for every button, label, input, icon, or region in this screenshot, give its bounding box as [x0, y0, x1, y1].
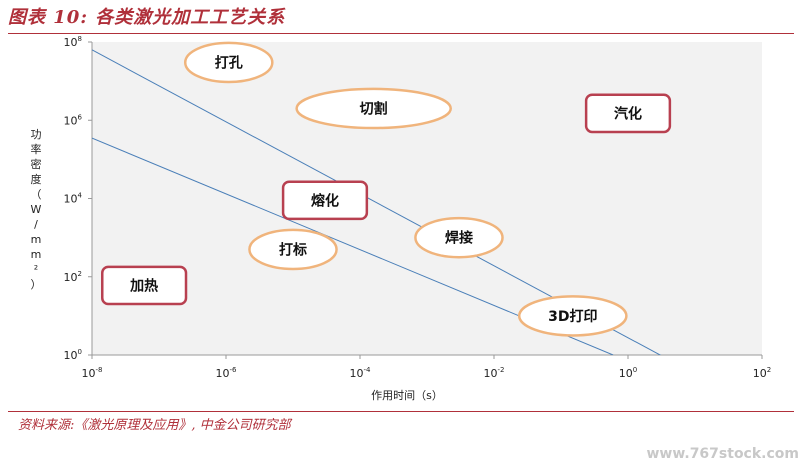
region-label: 打孔 — [215, 54, 243, 71]
region-label: 切割 — [360, 100, 388, 117]
y-tick-label: 100 — [64, 348, 82, 362]
laser-process-chart: 10-8 10-6 10-4 10-2 100 102 100 102 104 106 108 作用时… — [31, 35, 772, 402]
y-tick-label: 104 — [64, 192, 83, 206]
region-label: 焊接 — [445, 230, 473, 247]
region-box — [101, 265, 188, 306]
region-label: 熔化 — [311, 192, 339, 209]
x-tick-label: 10-8 — [82, 366, 103, 380]
region-label: 打标 — [279, 241, 307, 258]
region-oval — [517, 295, 628, 337]
figure-source: 资料来源:《激光原理及应用》, 中金公司研究部 — [18, 418, 291, 433]
x-tick-label: 100 — [619, 366, 637, 380]
region-oval — [183, 41, 274, 84]
region-oval — [295, 87, 452, 130]
x-tick-label: 10-4 — [350, 366, 372, 380]
y-tick-label: 108 — [64, 35, 82, 49]
x-tick-label: 10-6 — [216, 366, 238, 380]
x-axis-label: 作用时间（s） — [371, 389, 443, 402]
watermark: www.767stock.com — [646, 446, 799, 462]
figure-title: 图表 10: 各类激光加工工艺关系 — [8, 7, 286, 28]
title-rule — [8, 33, 794, 34]
source-rule — [8, 411, 794, 412]
y-tick-label: 106 — [64, 113, 83, 127]
region-label: 加热 — [129, 277, 158, 294]
x-tick-label: 102 — [753, 366, 771, 380]
region-label: 3D打印 — [548, 308, 597, 325]
region-label: 汽化 — [614, 105, 642, 122]
region-box — [281, 180, 369, 221]
plot-area — [92, 42, 762, 355]
x-tick-label: 10-2 — [484, 366, 505, 380]
region-oval — [414, 216, 504, 259]
y-tick-label: 102 — [64, 270, 82, 284]
region-box — [584, 93, 672, 134]
region-oval — [248, 228, 338, 271]
